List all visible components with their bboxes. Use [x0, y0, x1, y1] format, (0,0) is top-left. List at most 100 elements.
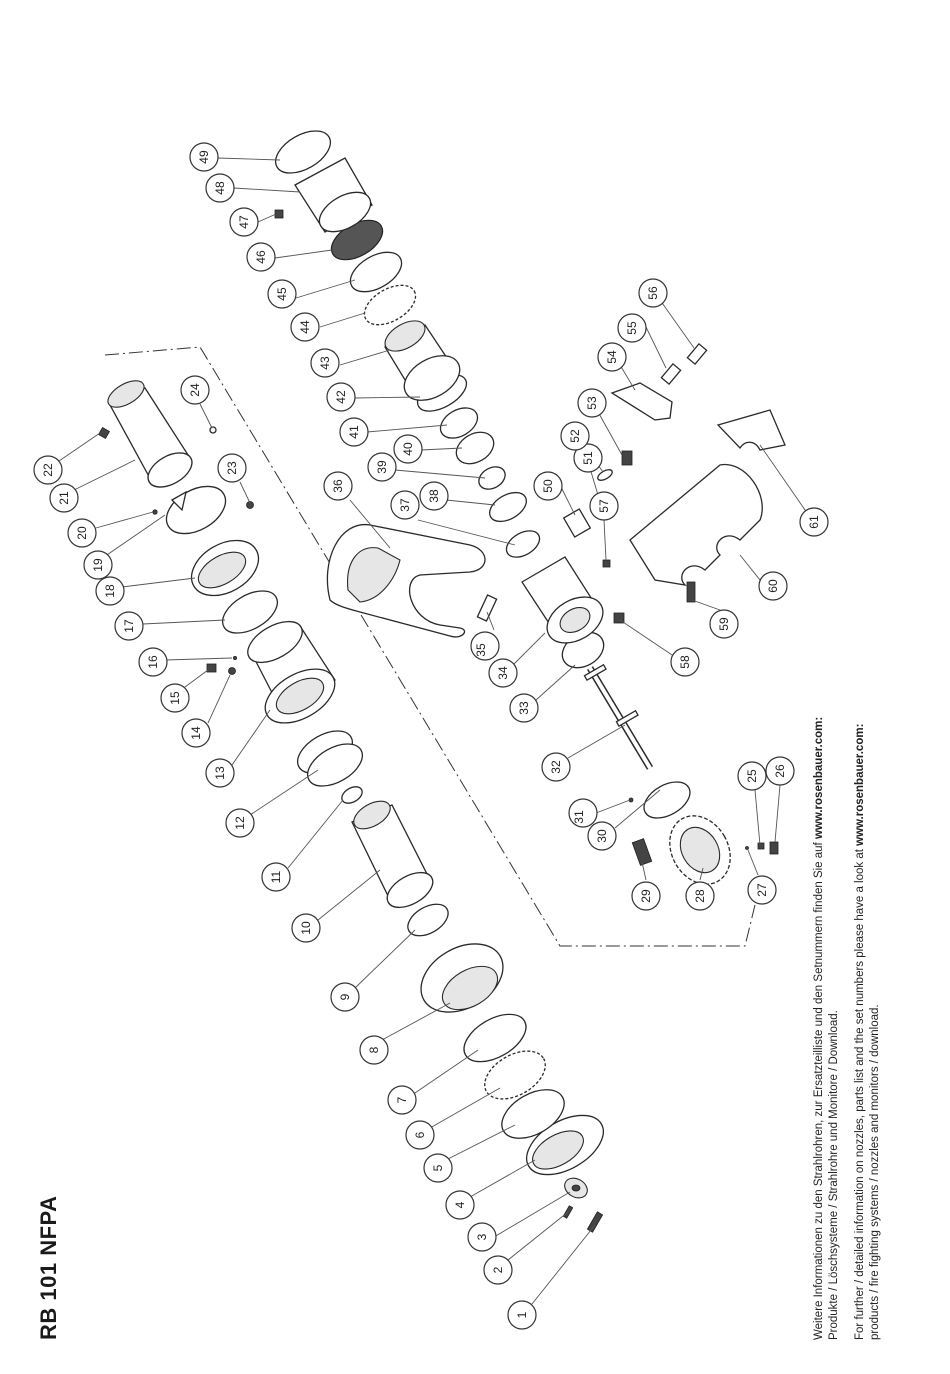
callout-49: 49: [189, 142, 219, 172]
callout-37: 37: [390, 490, 420, 520]
svg-text:52: 52: [568, 429, 582, 443]
svg-text:48: 48: [213, 181, 227, 195]
svg-text:19: 19: [91, 558, 105, 572]
note-en-line1: For further / detailed information on no…: [854, 723, 866, 1340]
callout-27: 27: [747, 875, 777, 905]
callout-12: 12: [225, 808, 255, 838]
callout-1: 1: [507, 1300, 537, 1330]
svg-text:53: 53: [585, 396, 599, 410]
callout-23: 23: [217, 453, 247, 483]
callout-25: 25: [737, 761, 767, 791]
callout-41: 41: [339, 417, 369, 447]
svg-text:30: 30: [595, 829, 609, 843]
svg-text:60: 60: [766, 579, 780, 593]
callout-57: 57: [589, 491, 619, 521]
callout-18: 18: [95, 576, 125, 606]
link-rosenbauer-en[interactable]: www.rosenbauer.com:: [854, 723, 866, 846]
svg-text:18: 18: [103, 584, 117, 598]
svg-text:22: 22: [41, 463, 55, 477]
callout-56: 56: [638, 278, 668, 308]
callout-42: 42: [326, 382, 356, 412]
svg-text:16: 16: [146, 655, 160, 669]
svg-text:24: 24: [188, 383, 202, 397]
callout-33: 33: [509, 693, 539, 723]
svg-text:43: 43: [318, 356, 332, 370]
callout-7: 7: [387, 1085, 417, 1115]
svg-text:35: 35: [474, 643, 488, 657]
svg-text:29: 29: [639, 889, 653, 903]
svg-text:46: 46: [254, 250, 268, 264]
callout-2: 2: [483, 1255, 513, 1285]
callout-45: 45: [267, 279, 297, 309]
svg-text:59: 59: [717, 617, 731, 631]
callout-4: 4: [445, 1190, 475, 1220]
svg-text:47: 47: [237, 215, 251, 229]
callout-24: 24: [180, 375, 210, 405]
svg-text:32: 32: [549, 760, 563, 774]
note-de-line1: Weitere Informationen zu den Strahlrohre…: [813, 716, 825, 1340]
callout-28: 28: [685, 881, 715, 911]
callout-35: 35: [470, 631, 500, 661]
callout-40: 40: [393, 434, 423, 464]
callout-9: 9: [330, 982, 360, 1012]
svg-text:9: 9: [338, 993, 352, 1000]
callout-15: 15: [160, 683, 190, 713]
svg-text:3: 3: [475, 1233, 489, 1240]
callout-59: 59: [709, 609, 739, 639]
svg-text:12: 12: [233, 816, 247, 830]
svg-text:56: 56: [646, 286, 660, 300]
callout-10: 10: [291, 913, 321, 943]
svg-text:17: 17: [122, 619, 136, 633]
svg-text:44: 44: [298, 320, 312, 334]
callout-17: 17: [114, 611, 144, 641]
callout-38: 38: [419, 481, 449, 511]
svg-text:8: 8: [367, 1046, 381, 1053]
svg-text:61: 61: [807, 515, 821, 529]
callout-47: 47: [229, 207, 259, 237]
svg-text:45: 45: [275, 287, 289, 301]
callout-5: 5: [423, 1153, 453, 1183]
footer-notes: Weitere Informationen zu den Strahlrohre…: [812, 717, 882, 1340]
callout-19: 19: [83, 550, 113, 580]
svg-text:2: 2: [491, 1266, 505, 1273]
callout-51: 51: [573, 443, 603, 473]
callout-30: 30: [587, 821, 617, 851]
svg-text:7: 7: [395, 1096, 409, 1103]
svg-text:15: 15: [168, 691, 182, 705]
svg-text:39: 39: [375, 460, 389, 474]
svg-text:26: 26: [773, 764, 787, 778]
note-de-line2: Produkte / Löschsysteme / Strahlrohre un…: [827, 1010, 840, 1340]
callout-14: 14: [181, 718, 211, 748]
link-rosenbauer-de[interactable]: www.rosenbauer.com:: [813, 716, 825, 840]
callout-13: 13: [205, 758, 235, 788]
callout-46: 46: [246, 242, 276, 272]
svg-text:23: 23: [225, 461, 239, 475]
svg-text:31: 31: [572, 810, 586, 824]
svg-text:6: 6: [413, 1131, 427, 1138]
subassembly-boundary: [104, 346, 756, 947]
callout-6: 6: [405, 1120, 435, 1150]
svg-text:25: 25: [745, 769, 759, 783]
callout-34: 34: [488, 658, 518, 688]
svg-text:51: 51: [581, 451, 595, 465]
callout-20: 20: [67, 518, 97, 548]
callout-22: 22: [33, 455, 63, 485]
callout-54: 54: [597, 342, 627, 372]
svg-text:57: 57: [597, 499, 611, 513]
svg-text:42: 42: [334, 390, 348, 404]
callout-48: 48: [205, 173, 235, 203]
svg-text:58: 58: [678, 655, 692, 669]
svg-text:28: 28: [693, 889, 707, 903]
callout-39: 39: [367, 452, 397, 482]
part-shapes: [97, 130, 786, 1233]
callout-31: 31: [568, 798, 598, 828]
callout-36: 36: [323, 471, 353, 501]
callout-44: 44: [290, 312, 320, 342]
leader-lines: [58, 157, 813, 1305]
callout-43: 43: [310, 348, 340, 378]
callout-61: 61: [799, 507, 829, 537]
callout-21: 21: [49, 483, 79, 513]
svg-text:36: 36: [331, 479, 345, 493]
svg-text:13: 13: [213, 766, 227, 780]
